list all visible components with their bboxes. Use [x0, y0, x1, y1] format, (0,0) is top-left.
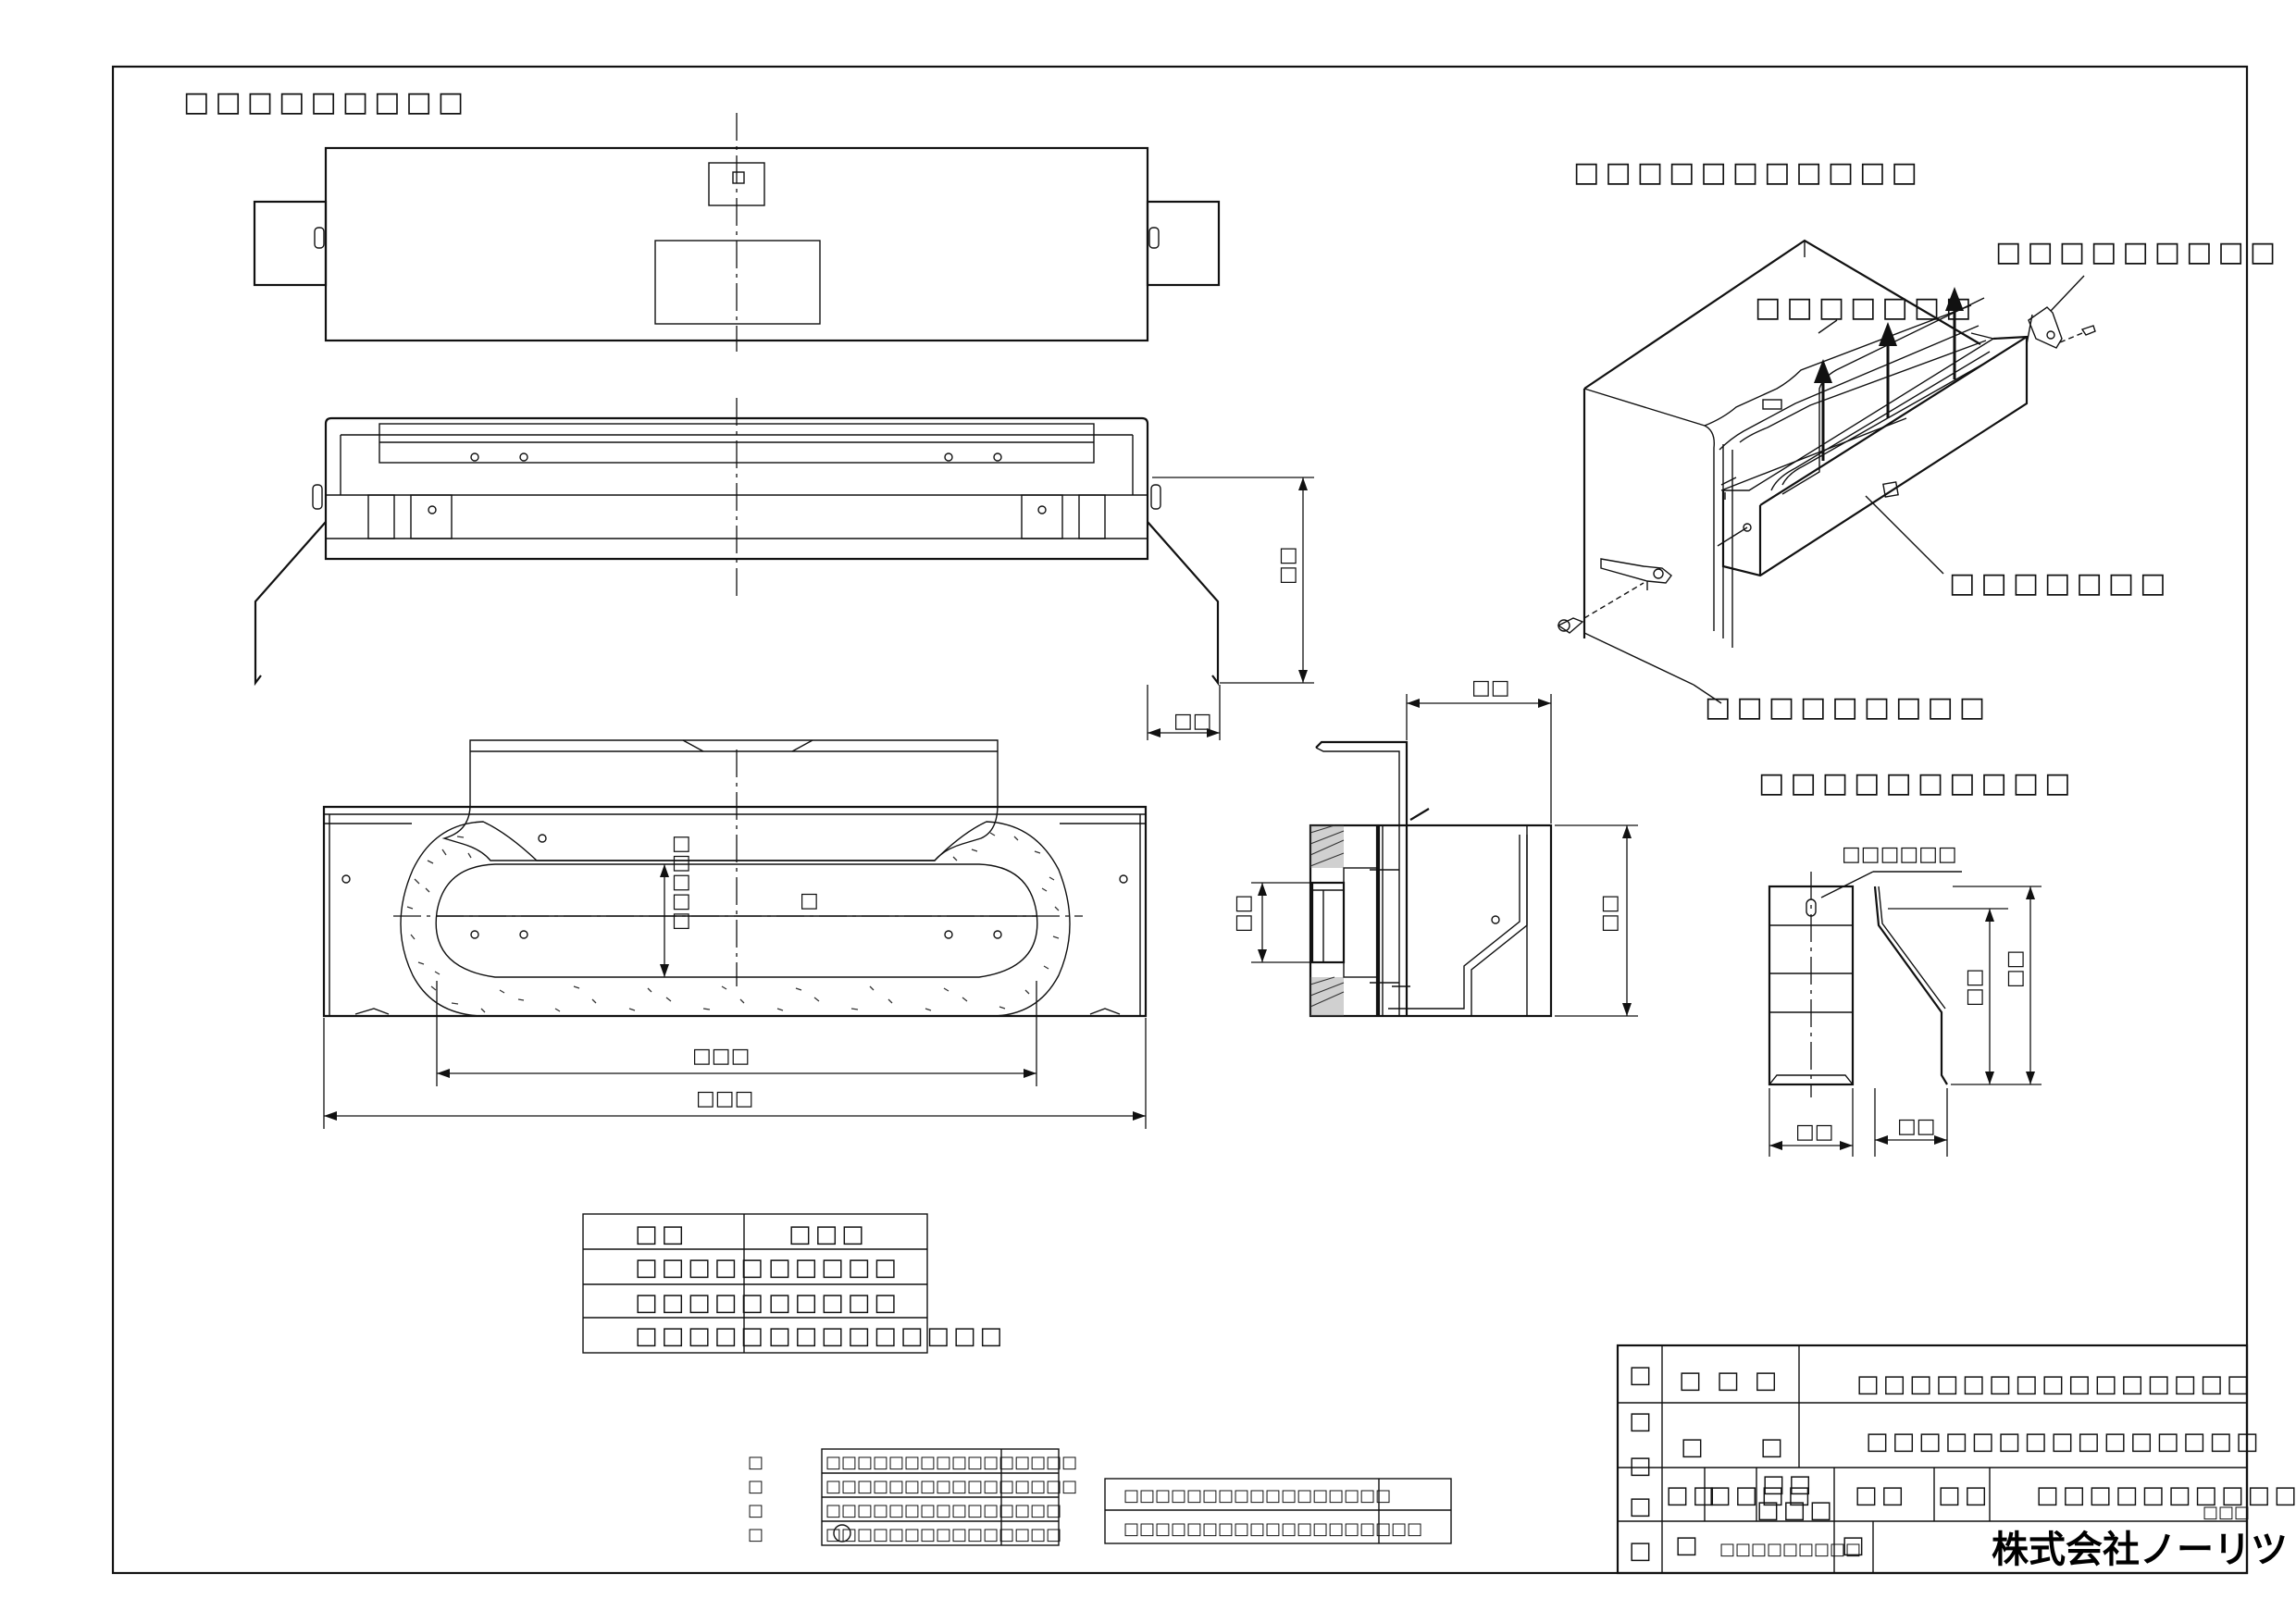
- table-row-1-item: □□□□□: [635, 1254, 767, 1282]
- tb-row4-a: □: [1675, 1531, 1702, 1559]
- note-bullet-1: □: [748, 1453, 763, 1472]
- parts-table: [582, 1213, 928, 1354]
- dim-overall-width: □□□: [696, 1087, 753, 1110]
- insulation-texture: [406, 832, 1060, 1013]
- table-header-item: □□: [635, 1220, 688, 1248]
- opening-view: [322, 739, 1148, 1018]
- install-procedure-label: □□□□□□□□□□□: [1573, 156, 1923, 189]
- top-view-dimensions: [1147, 477, 1314, 740]
- iso-leaders: [1583, 275, 2085, 704]
- opening-dimensions: [323, 864, 1147, 1129]
- dim-opening-height: □□□□□: [669, 835, 692, 931]
- tb-row2-left: □: [1681, 1433, 1707, 1461]
- tb-row3-f: □□: [1938, 1481, 1991, 1509]
- table-row-3-item: □□□□□: [635, 1322, 767, 1350]
- tb-row1-right: □□□□□□□□□□□□□□□: [1856, 1370, 2253, 1398]
- tb-row3-e: □□: [1855, 1481, 1907, 1509]
- dim-bracket-w2: □□: [1897, 1115, 1936, 1138]
- note-bullet-2: □: [748, 1477, 763, 1496]
- note-line-3: □□□□□□□□□□□□□□□: [825, 1501, 1061, 1520]
- note-bullet-4: □: [748, 1525, 763, 1544]
- front-view: [253, 113, 1221, 352]
- note-line-4: □□□□□□□□□□□□□□□: [825, 1525, 1061, 1544]
- note-box-line-2: □□□□□□□□□□□□□□□□□□□: [1123, 1519, 1422, 1539]
- tb-row4-b: □□□□□□□□□: [1719, 1540, 1861, 1559]
- bracket-dimensions: [1769, 886, 2042, 1157]
- dim-height-right: □□: [1276, 546, 1299, 585]
- tb-row2-mid: □: [1760, 1433, 1787, 1461]
- note-bullet-3: □: [748, 1501, 763, 1520]
- tb-row1-left: □ □ □: [1679, 1367, 1781, 1394]
- tb-side-3: □: [1629, 1452, 1656, 1480]
- sheet-border: [111, 65, 2249, 1575]
- top-view: [254, 398, 1220, 687]
- dim-bracket-h1: □□: [1963, 968, 1986, 1007]
- bracket-detail: [1768, 871, 1962, 1097]
- tb-row3-c: □□: [1762, 1470, 1815, 1498]
- dim-bracket-w1: □□: [1795, 1121, 1834, 1144]
- tb-row3-right: □□□□□□□□□□: [2036, 1481, 2296, 1509]
- table-row-1-spec: □□□□□: [768, 1254, 900, 1282]
- dim-offset-bottom: □□: [1173, 710, 1212, 733]
- dim-bracket-h2: □□: [2004, 949, 2027, 988]
- tb-side-4: □: [1629, 1493, 1656, 1520]
- table-header-spec: □□□: [788, 1220, 868, 1248]
- side-dimensions: [1251, 694, 1638, 1017]
- table-row-2-item: □□□□□: [635, 1289, 767, 1317]
- title-block: [1616, 1344, 2249, 1575]
- side-section-view: [1309, 740, 1553, 1018]
- dim-pipe-height: □□: [1232, 894, 1255, 933]
- tb-row3-b: □□□□: [1708, 1481, 1814, 1509]
- table-row-2-spec: □□□□□: [768, 1289, 900, 1317]
- company-name: 株式会社ノーリツ: [1992, 1529, 2288, 1571]
- tb-row3-a: □□: [1666, 1481, 1719, 1509]
- bracket-detail-label: □□□□□□□□□□: [1758, 767, 2076, 799]
- dim-hole-note: □□□□□□: [1842, 843, 1957, 866]
- bracket-name-label: □□□□□□□□□: [1995, 236, 2281, 268]
- tb-side-5: □: [1629, 1537, 1656, 1565]
- isometric-installation: [1557, 239, 2096, 648]
- notes-block: [821, 1448, 1452, 1546]
- tb-row4-c: □: [1842, 1531, 1868, 1559]
- tb-row3-tiny: □□□: [2203, 1503, 2250, 1522]
- front-view-label: □□□□□□□□□: [183, 86, 469, 118]
- table-row-3-spec: □□□□□□□□□: [768, 1322, 1006, 1350]
- tb-row2-right: □□□□□□□□□□□□□□□: [1866, 1428, 2262, 1456]
- screw-name-label: □□□□□□□□□: [1705, 691, 1991, 724]
- dim-opening-inner: □□□: [692, 1045, 750, 1068]
- cover-name-label: □□□□□□□: [1949, 567, 2171, 600]
- tb-row3-d: □□□: [1756, 1496, 1836, 1524]
- note-line-2: □□□□□□□□□□□□□□□□: [825, 1477, 1077, 1496]
- dim-depth-top: □□: [1471, 676, 1510, 700]
- dim-body-height: □□: [1598, 894, 1621, 933]
- note-line-1: □□□□□□□□□□□□□□□□: [825, 1453, 1077, 1472]
- tb-side-1: □: [1629, 1361, 1656, 1389]
- dim-center-mark: □: [800, 889, 819, 912]
- arrow-note-label: □□□□□□□: [1755, 291, 1977, 324]
- tb-side-2: □: [1629, 1407, 1656, 1435]
- note-box-line-1: □□□□□□□□□□□□□□□□□: [1123, 1486, 1391, 1505]
